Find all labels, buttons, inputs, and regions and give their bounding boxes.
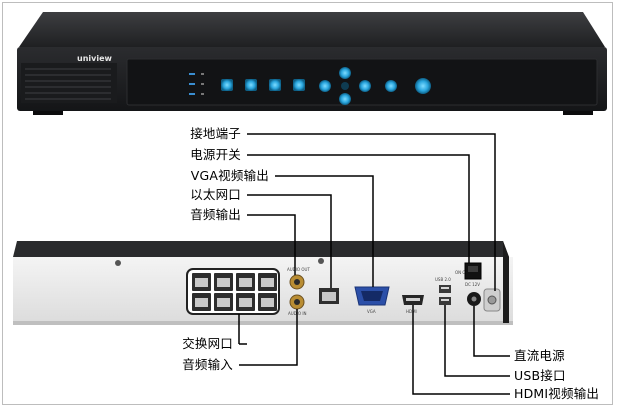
hdmi-tag: HDMI xyxy=(406,309,417,314)
front-vent xyxy=(21,63,117,103)
dc-power-jack[interactable] xyxy=(467,292,481,306)
rear-top-edge xyxy=(13,241,509,257)
label-vga-output: VGA视频输出 xyxy=(190,168,269,183)
front-foot-right xyxy=(563,111,593,115)
ground-callout-line xyxy=(247,133,496,291)
label-ethernet-port: 以太网口 xyxy=(190,187,241,202)
power-tag: ON OFF xyxy=(455,270,471,275)
function-button[interactable] xyxy=(269,79,281,91)
dc-tag: DC 12V xyxy=(465,282,480,287)
label-hdmi-output: HDMI视频输出 xyxy=(514,386,600,401)
audio-output-jack[interactable] xyxy=(289,274,305,290)
product-figure: uniview xyxy=(2,2,613,405)
function-button[interactable] xyxy=(293,79,305,91)
direction-pad xyxy=(319,67,371,105)
up-button[interactable] xyxy=(339,67,351,79)
label-audio-output: 音频输出 xyxy=(190,207,241,222)
label-audio-input: 音频输入 xyxy=(182,357,233,372)
hdmi-port[interactable] xyxy=(402,295,424,305)
device-illustration: uniview xyxy=(13,12,607,395)
brand-logo: uniview xyxy=(77,54,113,63)
nvr-rear-view: AUDIO OUT AUDIO IN VGA HDMI USB 2.0 xyxy=(13,241,513,325)
audio-out-tag: AUDIO OUT xyxy=(287,267,310,272)
front-function-buttons xyxy=(221,79,305,91)
audio-input-jack[interactable] xyxy=(289,294,305,310)
usb-port-lower[interactable] xyxy=(439,297,451,305)
usb-port-upper[interactable] xyxy=(439,285,451,293)
power-switch-callout-line xyxy=(247,154,470,263)
top-cover xyxy=(19,12,605,47)
audio-in-callout-line xyxy=(239,309,298,366)
ground-terminal[interactable] xyxy=(483,288,501,312)
status-leds xyxy=(189,73,204,95)
center-button[interactable] xyxy=(341,82,349,90)
usb-callout-line xyxy=(444,305,510,377)
function-button[interactable] xyxy=(245,79,257,91)
menu-button[interactable] xyxy=(385,80,397,92)
ethernet-callout-line xyxy=(247,194,332,288)
right-button[interactable] xyxy=(359,80,371,92)
nvr-front-view: uniview xyxy=(17,12,607,115)
ethernet-port[interactable] xyxy=(319,288,339,304)
audio-out-callout-line xyxy=(247,214,296,275)
switch-port-block xyxy=(186,268,280,315)
usb-tag: USB 2.0 xyxy=(435,277,451,282)
label-ground-terminal: 接地端子 xyxy=(190,126,241,141)
label-power-switch: 电源开关 xyxy=(190,147,241,162)
screw xyxy=(115,260,121,266)
label-usb-port: USB接口 xyxy=(514,368,566,383)
power-button[interactable] xyxy=(415,78,431,94)
hdmi-callout-line xyxy=(412,305,510,395)
front-foot-left xyxy=(33,111,63,115)
screw xyxy=(318,258,324,264)
left-button[interactable] xyxy=(319,80,331,92)
vga-port[interactable] xyxy=(354,286,390,306)
label-switch-ports: 交换网口 xyxy=(182,336,233,351)
down-button[interactable] xyxy=(339,93,351,105)
dc-callout-line xyxy=(473,306,510,357)
function-button[interactable] xyxy=(221,79,233,91)
vga-callout-line xyxy=(275,175,374,287)
power-switch[interactable] xyxy=(464,262,482,280)
callout-lines xyxy=(238,133,510,395)
vga-tag: VGA xyxy=(367,309,376,314)
label-dc-power: 直流电源 xyxy=(514,348,565,363)
